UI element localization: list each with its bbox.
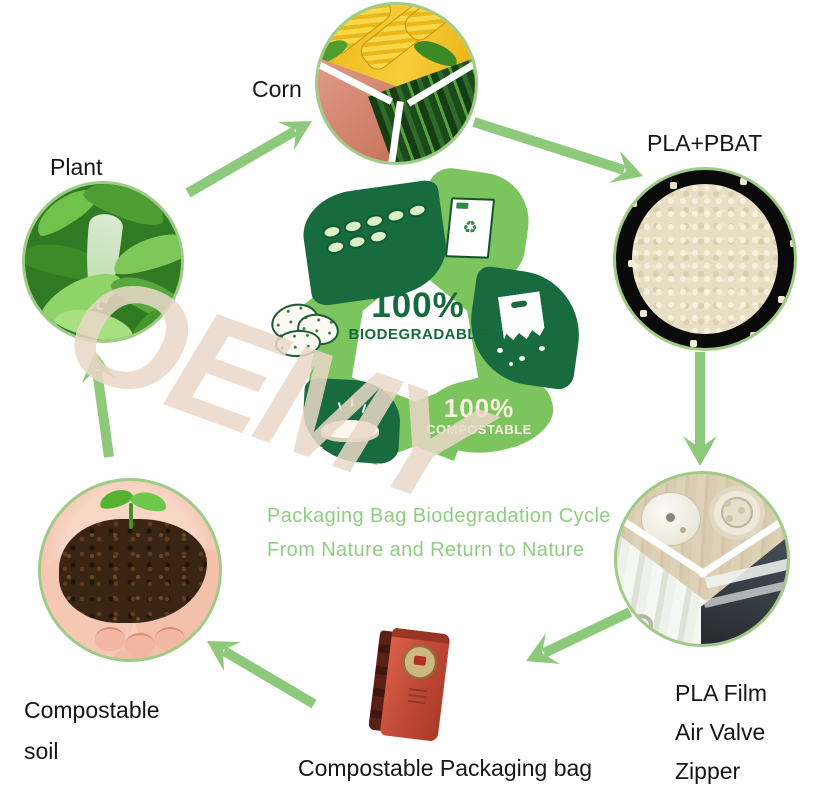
soil-photo [59, 519, 207, 623]
compostable-word: COMPOSTABLE [426, 422, 532, 437]
compostable-label: Compostable [24, 697, 160, 723]
arrow-soil-to-plant [82, 351, 116, 458]
pellets-photo [632, 184, 778, 334]
soil-label: soil [24, 738, 59, 764]
recycle-logo: ♻ 100% BIODEGRADABLE 100% COMPOSTABLE [235, 165, 595, 478]
caption-line-1: Packaging Bag Biodegradation Cycle [267, 505, 611, 527]
pla-pbat-label: PLA+PBAT [647, 130, 763, 156]
arrow-film-to-bag [526, 607, 633, 664]
air-valve-photo [709, 486, 765, 540]
arrow-bag-to-soil [207, 641, 317, 709]
caption-line-2: From Nature and Return to Nature [267, 539, 585, 561]
air-valve-photo [641, 492, 701, 546]
arrow-corn-to-pellets [472, 117, 643, 183]
film-labels: PLA Film Air Valve Zipper [675, 674, 767, 791]
plant-photo-circle [22, 181, 184, 343]
soil-labels: Compostable soil [24, 690, 160, 772]
air-valve-label: Air Valve [675, 719, 766, 745]
corn-label: Corn [252, 76, 302, 102]
arrow-pellets-to-film [683, 352, 717, 466]
compost-powder-icon [321, 420, 379, 442]
zipper-label: Zipper [675, 758, 741, 784]
pla-film-label: PLA Film [675, 680, 768, 706]
compostable-soil-circle [38, 478, 222, 662]
biodegradable-word: BIODEGRADABLE [348, 326, 488, 343]
arrow-plant-to-corn [185, 121, 312, 198]
corn-photo-circle [315, 2, 478, 165]
plant-label: Plant [50, 154, 103, 180]
biodegradable-percent: 100% [371, 286, 465, 325]
compostable-percent: 100% [443, 393, 515, 423]
packaging-bag-label: Compostable Packaging bag [298, 755, 593, 781]
pla-pbat-pellets-circle [613, 167, 797, 351]
film-valve-zipper-circle [614, 471, 790, 647]
seedling-icon [129, 503, 133, 529]
